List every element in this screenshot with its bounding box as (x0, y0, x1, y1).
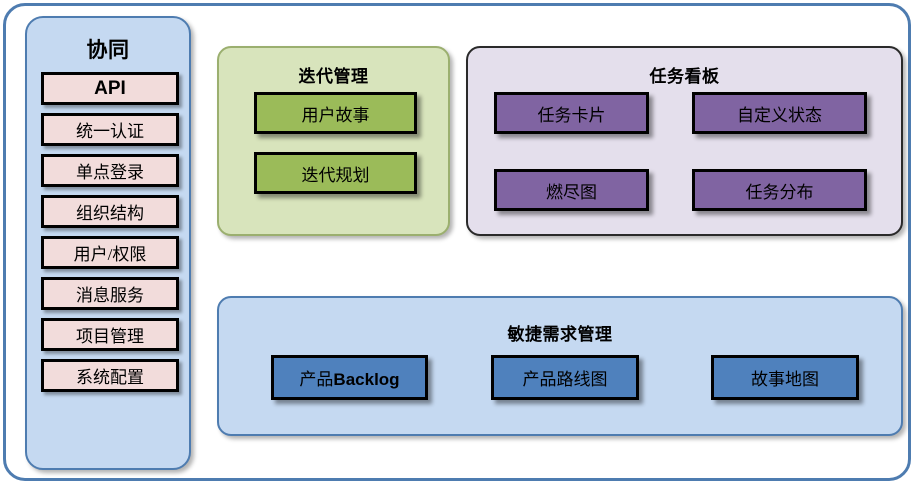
sidebar-item-user-permission[interactable]: 用户/权限 (41, 236, 179, 269)
sidebar-item-unified-auth[interactable]: 统一认证 (41, 113, 179, 146)
taskboard-item-custom-status[interactable]: 自定义状态 (692, 92, 867, 134)
iteration-item-user-story[interactable]: 用户故事 (254, 92, 417, 134)
sidebar-item-project-management[interactable]: 项目管理 (41, 318, 179, 351)
panel-task-board[interactable]: 任务看板 任务卡片 自定义状态 燃尽图 任务分布 (466, 46, 903, 236)
panel-task-board-title: 任务看板 (649, 67, 720, 86)
sidebar-item-message-service[interactable]: 消息服务 (41, 277, 179, 310)
agile-item-product-roadmap[interactable]: 产品路线图 (491, 355, 639, 400)
taskboard-item-burndown-chart[interactable]: 燃尽图 (494, 169, 649, 211)
sidebar-item-org-structure[interactable]: 组织结构 (41, 195, 179, 228)
sidebar-item-system-config[interactable]: 系统配置 (41, 359, 179, 392)
taskboard-item-task-card[interactable]: 任务卡片 (494, 92, 649, 134)
panel-iteration-management-title: 迭代管理 (298, 67, 369, 86)
agile-item-product-backlog[interactable]: 产品Backlog (271, 355, 428, 400)
panel-agile-requirements[interactable]: 敏捷需求管理 产品Backlog 产品路线图 故事地图 (217, 296, 903, 436)
collaboration-item-list: API 统一认证 单点登录 组织结构 用户/权限 消息服务 项目管理 系统配置 (41, 72, 179, 400)
sidebar-item-api[interactable]: API (41, 72, 179, 105)
agile-item-story-map[interactable]: 故事地图 (711, 355, 859, 400)
taskboard-item-task-distribution[interactable]: 任务分布 (692, 169, 867, 211)
panel-collaboration-title: 协同 (86, 39, 130, 62)
panel-iteration-management[interactable]: 迭代管理 用户故事 迭代规划 (217, 46, 450, 236)
panel-collaboration[interactable]: 协同 API 统一认证 单点登录 组织结构 用户/权限 消息服务 项目管理 系统… (25, 16, 191, 470)
panel-agile-requirements-title: 敏捷需求管理 (507, 325, 613, 344)
sidebar-item-single-sign-on[interactable]: 单点登录 (41, 154, 179, 187)
iteration-item-iteration-planning[interactable]: 迭代规划 (254, 152, 417, 194)
